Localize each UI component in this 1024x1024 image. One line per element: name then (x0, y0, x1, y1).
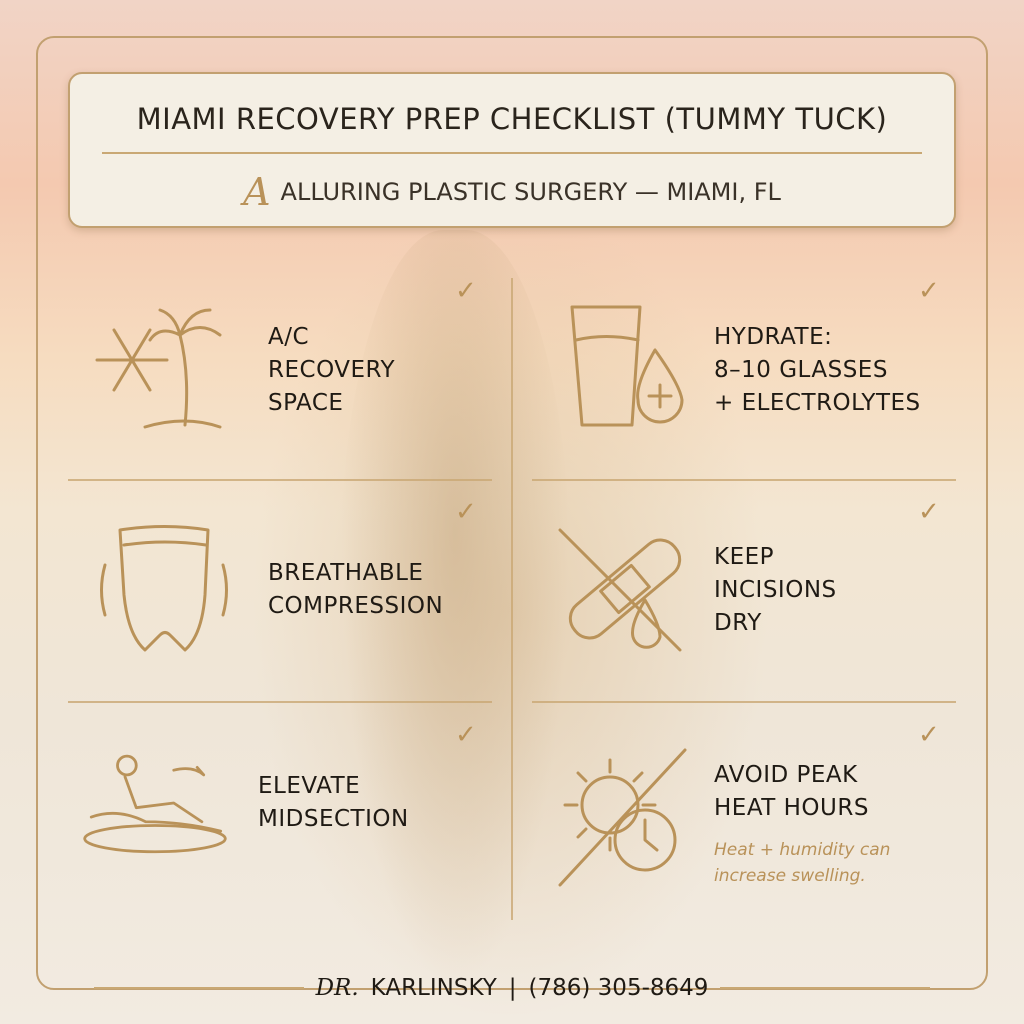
row-divider (532, 479, 956, 481)
checklist-item-hydrate: HYDRATE: 8–10 GLASSES + ELECTROLYTES (560, 295, 921, 445)
reclining-person-icon (80, 728, 230, 878)
page-title: MIAMI RECOVERY PREP CHECKLIST (TUMMY TUC… (136, 102, 888, 136)
column-divider (511, 278, 513, 920)
compression-garment-icon (90, 515, 240, 665)
checklist-item-keep-dry: KEEP INCISIONS DRY (550, 515, 837, 665)
checklist-item-compression: BREATHABLE COMPRESSION (90, 515, 443, 665)
clinic-name: ALLURING PLASTIC SURGERY — MIAMI, FL (280, 178, 781, 206)
row-divider (68, 701, 492, 703)
water-glass-drop-icon (560, 295, 710, 445)
header-panel: MIAMI RECOVERY PREP CHECKLIST (TUMMY TUC… (68, 72, 956, 228)
checkmark-icon: ✓ (918, 276, 940, 306)
checklist-item-avoid-heat: AVOID PEAK HEAT HOURS Heat + humidity ca… (550, 745, 890, 895)
item-label: ELEVATE MIDSECTION (258, 773, 409, 832)
checkmark-icon: ✓ (455, 497, 477, 527)
phone-number[interactable]: (786) 305-8649 (528, 975, 709, 1001)
checkmark-icon: ✓ (455, 276, 477, 306)
clinic-logo-icon: A (243, 170, 271, 214)
item-label: KEEP INCISIONS DRY (714, 543, 837, 636)
footer-separator: | (508, 975, 517, 1001)
checklist-item-elevate: ELEVATE MIDSECTION (80, 728, 409, 878)
clinic-line: A ALLURING PLASTIC SURGERY — MIAMI, FL (70, 170, 954, 214)
sun-clock-icon (550, 745, 700, 895)
footer: DR. KARLINSKY | (786) 305-8649 (0, 975, 1024, 1001)
checkmark-icon: ✓ (918, 497, 940, 527)
doctor-prefix: DR. (315, 975, 359, 1001)
doctor-name: KARLINSKY (370, 975, 497, 1001)
item-label: BREATHABLE COMPRESSION (268, 560, 444, 619)
item-text: AVOID PEAK HEAT HOURS Heat + humidity ca… (714, 759, 890, 889)
item-label: A/C RECOVERY SPACE (268, 323, 396, 416)
header-divider (102, 152, 922, 154)
footer-line (720, 987, 931, 989)
item-label: AVOID PEAK HEAT HOURS (714, 762, 869, 821)
checkmark-icon: ✓ (455, 720, 477, 750)
item-note: Heat + humidity can increase swelling. (714, 840, 891, 886)
no-water-bandage-icon (550, 515, 700, 665)
outer-frame (36, 36, 988, 990)
footer-line (93, 987, 304, 989)
snowflake-palm-icon (90, 295, 240, 445)
row-divider (532, 701, 956, 703)
checkmark-icon: ✓ (918, 720, 940, 750)
checklist-item-ac: A/C RECOVERY SPACE (90, 295, 395, 445)
row-divider (68, 479, 492, 481)
item-label: HYDRATE: 8–10 GLASSES + ELECTROLYTES (714, 323, 921, 416)
background-silhouette (340, 230, 570, 990)
